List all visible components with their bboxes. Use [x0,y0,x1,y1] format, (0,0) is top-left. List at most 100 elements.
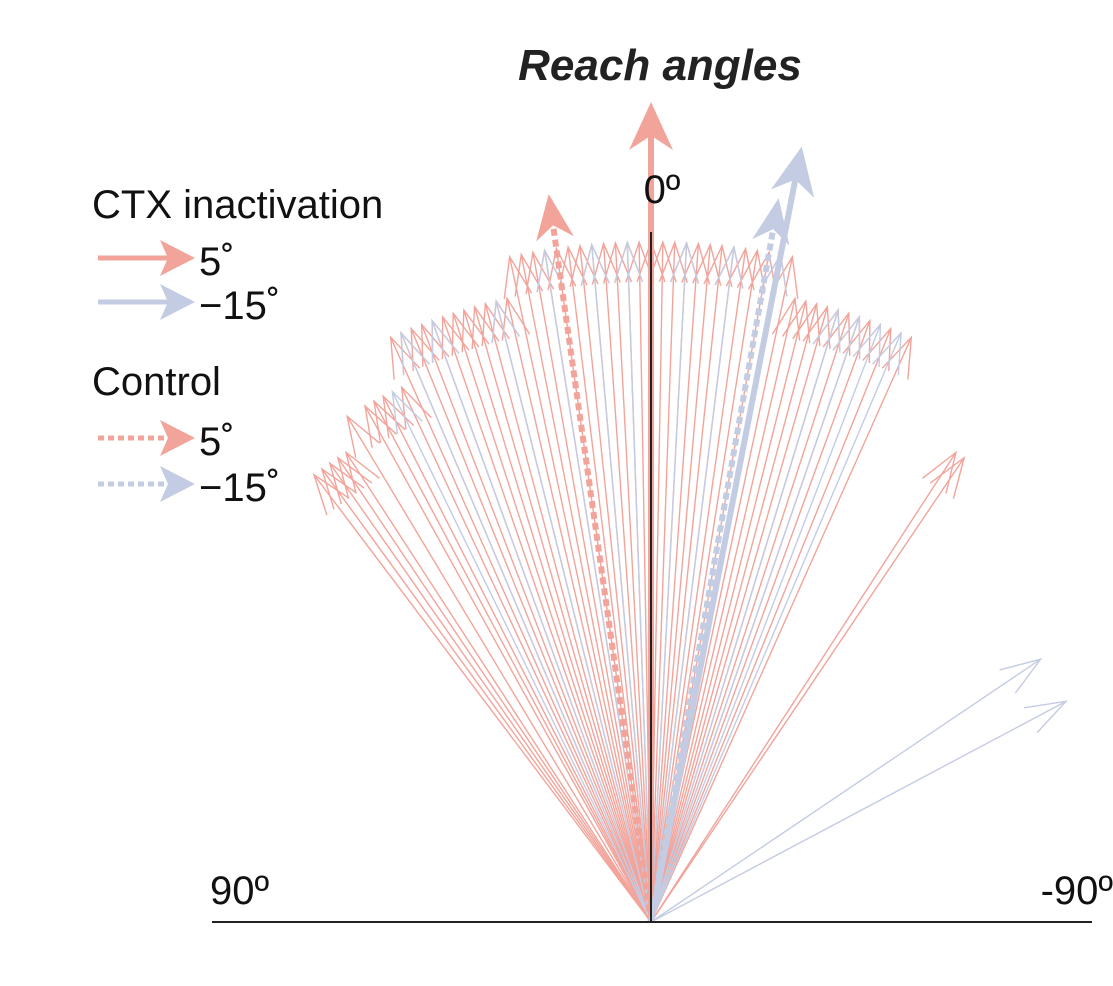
vector-s0-23 [520,254,652,923]
vector-s0-38-head [681,241,711,285]
vector-s0-22 [508,256,652,923]
vector-s0-13 [420,324,652,923]
vector-s1-3 [495,300,652,923]
vector-s0-19-head [481,301,510,347]
legend-entry-ctx-minus15: −15˚ [98,284,280,328]
vector-s5-0 [648,178,799,923]
vector-s0-18-head [471,304,500,350]
vector-s1-13 [650,332,902,923]
vector-s1-11-head [832,314,861,360]
vector-s0-56-head [881,335,913,380]
vector-s0-56 [650,337,912,923]
vector-s0-15 [441,316,652,923]
vector-s0-22-head [503,254,533,299]
ninety-degree-label: 90º [210,869,269,913]
vector-s1-1-head [400,330,430,376]
vector-s1-0-head [391,389,423,434]
chart-title: Reach angles [518,41,802,90]
vector-s4-0-head [629,102,673,150]
vector-s0-21 [506,298,652,923]
vector-s0-42 [650,248,747,923]
vector-s0-52 [650,313,850,923]
vector-s0-30 [602,243,652,923]
vector-s0-57 [650,451,957,923]
vector-s0-28 [579,245,652,923]
vector-s1-3-head [491,298,521,344]
vector-s0-49-head [792,301,821,347]
vector-s0-21-head [501,296,531,341]
legend-entry-ctx-5: 5˚ [98,240,235,284]
legend: CTX inactivation 5˚ −15˚ Control 5˚ −15˚ [92,183,383,510]
legend-heading-ctx: CTX inactivation [92,183,383,227]
vector-s0-47 [650,298,796,923]
vector-s0-5 [346,415,652,923]
vector-s0-10-head [389,335,421,380]
vector-s0-50 [650,306,829,923]
vector-s0-17 [463,309,652,923]
vector-s1-14 [650,658,1042,923]
vector-s0-7 [373,400,652,923]
vector-s1-10-head [812,307,841,353]
vector-s1-2 [431,320,652,923]
vector-s0-57-head [922,450,958,494]
vector-s0-10 [390,337,652,923]
vector-s0-26-head [547,246,577,291]
vector-s0-54-head [842,318,871,363]
vector-s0-2 [329,462,652,923]
vector-s0-54 [650,320,871,923]
vector-s1-0 [391,391,652,923]
vector-s0-12-head [410,326,440,371]
vector-s1-5 [591,244,652,923]
vector-s0-23-head [514,252,544,297]
minus-ninety-degree-label: -90º [1041,869,1113,913]
vector-s1-1 [400,332,652,923]
vector-s0-58 [650,457,965,923]
vector-s0-49 [650,303,818,923]
vector-s0-48 [650,300,807,923]
vector-s0-12 [410,328,652,923]
vector-s0-48-head [781,298,811,344]
vector-s3-0 [648,228,777,923]
vector-s0-47-head [771,296,801,341]
legend-entry-control-5: 5˚ [98,420,235,464]
vector-s0-13-head [420,322,450,367]
vector-s2-0 [550,224,654,923]
vector-s0-0 [313,474,652,923]
vector-layer [312,102,1068,923]
vector-s0-1 [321,468,652,923]
vector-s2-0-head [536,194,574,242]
vector-s1-7 [650,242,688,923]
vector-s0-40-head [703,243,733,288]
vector-s0-39 [650,244,711,923]
vector-s0-42-head [725,246,755,291]
vector-s0-5-head [346,414,381,458]
vector-s1-6 [626,242,652,923]
vector-s0-19 [484,303,652,923]
vector-s1-14-head [999,657,1043,694]
vector-s0-24-head [525,250,555,295]
vector-s0-50-head [802,304,831,350]
vector-s1-12-head [852,322,882,367]
vector-s0-24 [532,252,652,923]
vector-s0-17-head [461,307,490,353]
vector-s0-28-head [569,243,599,288]
vector-s1-2-head [431,318,460,363]
zero-degree-label: 0º [644,168,681,212]
vector-s1-10 [650,309,839,923]
legend-label-ctx-minus15: −15˚ [199,284,280,328]
vector-s0-8 [382,395,652,923]
vector-s0-4 [345,451,652,923]
vector-s1-11 [650,316,861,923]
legend-heading-control: Control [92,360,221,404]
legend-arrowhead-control-minus15 [160,466,195,502]
vector-s1-13-head [872,330,902,376]
vector-s0-4-head [344,450,380,494]
vector-s0-9 [401,386,652,923]
vector-s0-31 [614,242,652,923]
vector-s1-6-head [614,240,644,284]
vector-s1-15 [650,700,1067,923]
vector-s3-0-head [752,198,790,246]
vector-s0-52-head [822,311,851,356]
vector-s0-30-head [591,241,621,285]
vector-s1-15-head [1023,700,1068,733]
